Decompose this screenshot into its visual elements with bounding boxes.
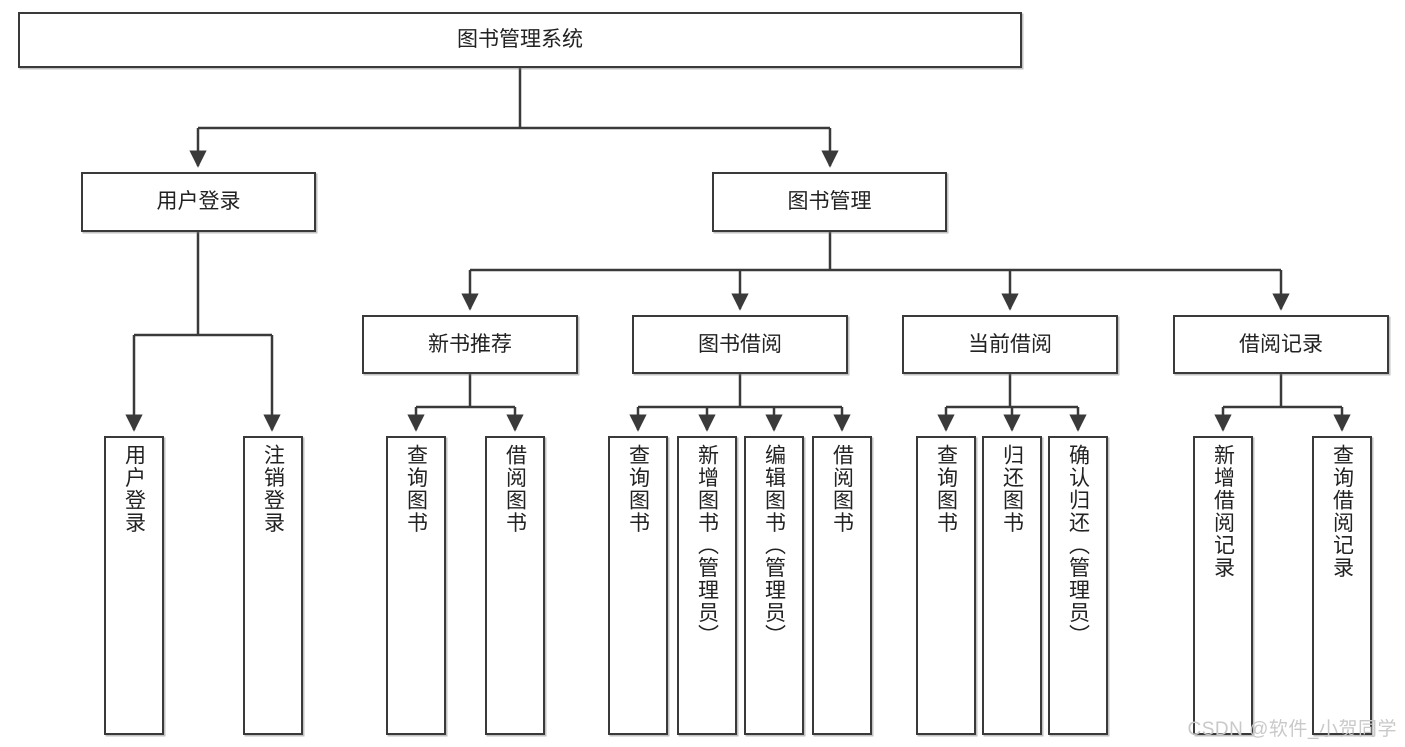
node-new-book[interactable]: 新书推荐 xyxy=(362,315,578,374)
leaf-new-book-0[interactable]: 查询图书 xyxy=(386,436,446,735)
node-user-login[interactable]: 用户登录 xyxy=(81,172,316,232)
leaf-label: 确认归还（管理员） xyxy=(1066,444,1090,647)
leaf-label: 新增图书（管理员） xyxy=(695,444,719,647)
node-book-manage-label: 图书管理 xyxy=(787,190,872,214)
leaf-label: 查询图书 xyxy=(404,444,428,534)
leaf-book-borrow-1[interactable]: 新增图书（管理员） xyxy=(677,436,737,735)
leaf-label: 查询借阅记录 xyxy=(1330,444,1354,579)
leaf-user-login-1[interactable]: 注销登录 xyxy=(243,436,303,735)
leaf-label: 用户登录 xyxy=(122,444,146,534)
leaf-label: 新增借阅记录 xyxy=(1211,444,1235,579)
node-root[interactable]: 图书管理系统 xyxy=(18,12,1022,68)
leaf-label: 归还图书 xyxy=(1000,444,1024,534)
leaf-current-borrow-0[interactable]: 查询图书 xyxy=(916,436,976,735)
leaf-label: 编辑图书（管理员） xyxy=(762,444,786,647)
watermark-text: CSDN @软件_小贺同学 xyxy=(1187,719,1397,740)
leaf-label: 借阅图书 xyxy=(830,444,854,534)
node-current-borrow[interactable]: 当前借阅 xyxy=(902,315,1118,374)
leaf-label: 借阅图书 xyxy=(503,444,527,534)
leaf-current-borrow-2[interactable]: 确认归还（管理员） xyxy=(1048,436,1108,735)
leaf-book-borrow-2[interactable]: 编辑图书（管理员） xyxy=(744,436,804,735)
node-book-borrow-label: 图书借阅 xyxy=(698,332,782,356)
node-book-manage[interactable]: 图书管理 xyxy=(712,172,947,232)
leaf-label: 查询图书 xyxy=(934,444,958,534)
node-current-borrow-label: 当前借阅 xyxy=(968,332,1052,356)
leaf-book-borrow-0[interactable]: 查询图书 xyxy=(608,436,668,735)
node-root-label: 图书管理系统 xyxy=(457,28,583,52)
node-book-borrow[interactable]: 图书借阅 xyxy=(632,315,848,374)
leaf-user-login-0[interactable]: 用户登录 xyxy=(104,436,164,735)
leaf-book-borrow-3[interactable]: 借阅图书 xyxy=(812,436,872,735)
leaf-new-book-1[interactable]: 借阅图书 xyxy=(485,436,545,735)
leaf-borrow-record-0[interactable]: 新增借阅记录 xyxy=(1193,436,1253,735)
node-new-book-label: 新书推荐 xyxy=(428,332,512,356)
leaf-borrow-record-1[interactable]: 查询借阅记录 xyxy=(1312,436,1372,735)
node-borrow-record[interactable]: 借阅记录 xyxy=(1173,315,1389,374)
leaf-current-borrow-1[interactable]: 归还图书 xyxy=(982,436,1042,735)
node-user-login-label: 用户登录 xyxy=(156,190,241,214)
node-borrow-record-label: 借阅记录 xyxy=(1239,332,1323,356)
leaf-label: 查询图书 xyxy=(626,444,650,534)
leaf-label: 注销登录 xyxy=(261,444,285,534)
